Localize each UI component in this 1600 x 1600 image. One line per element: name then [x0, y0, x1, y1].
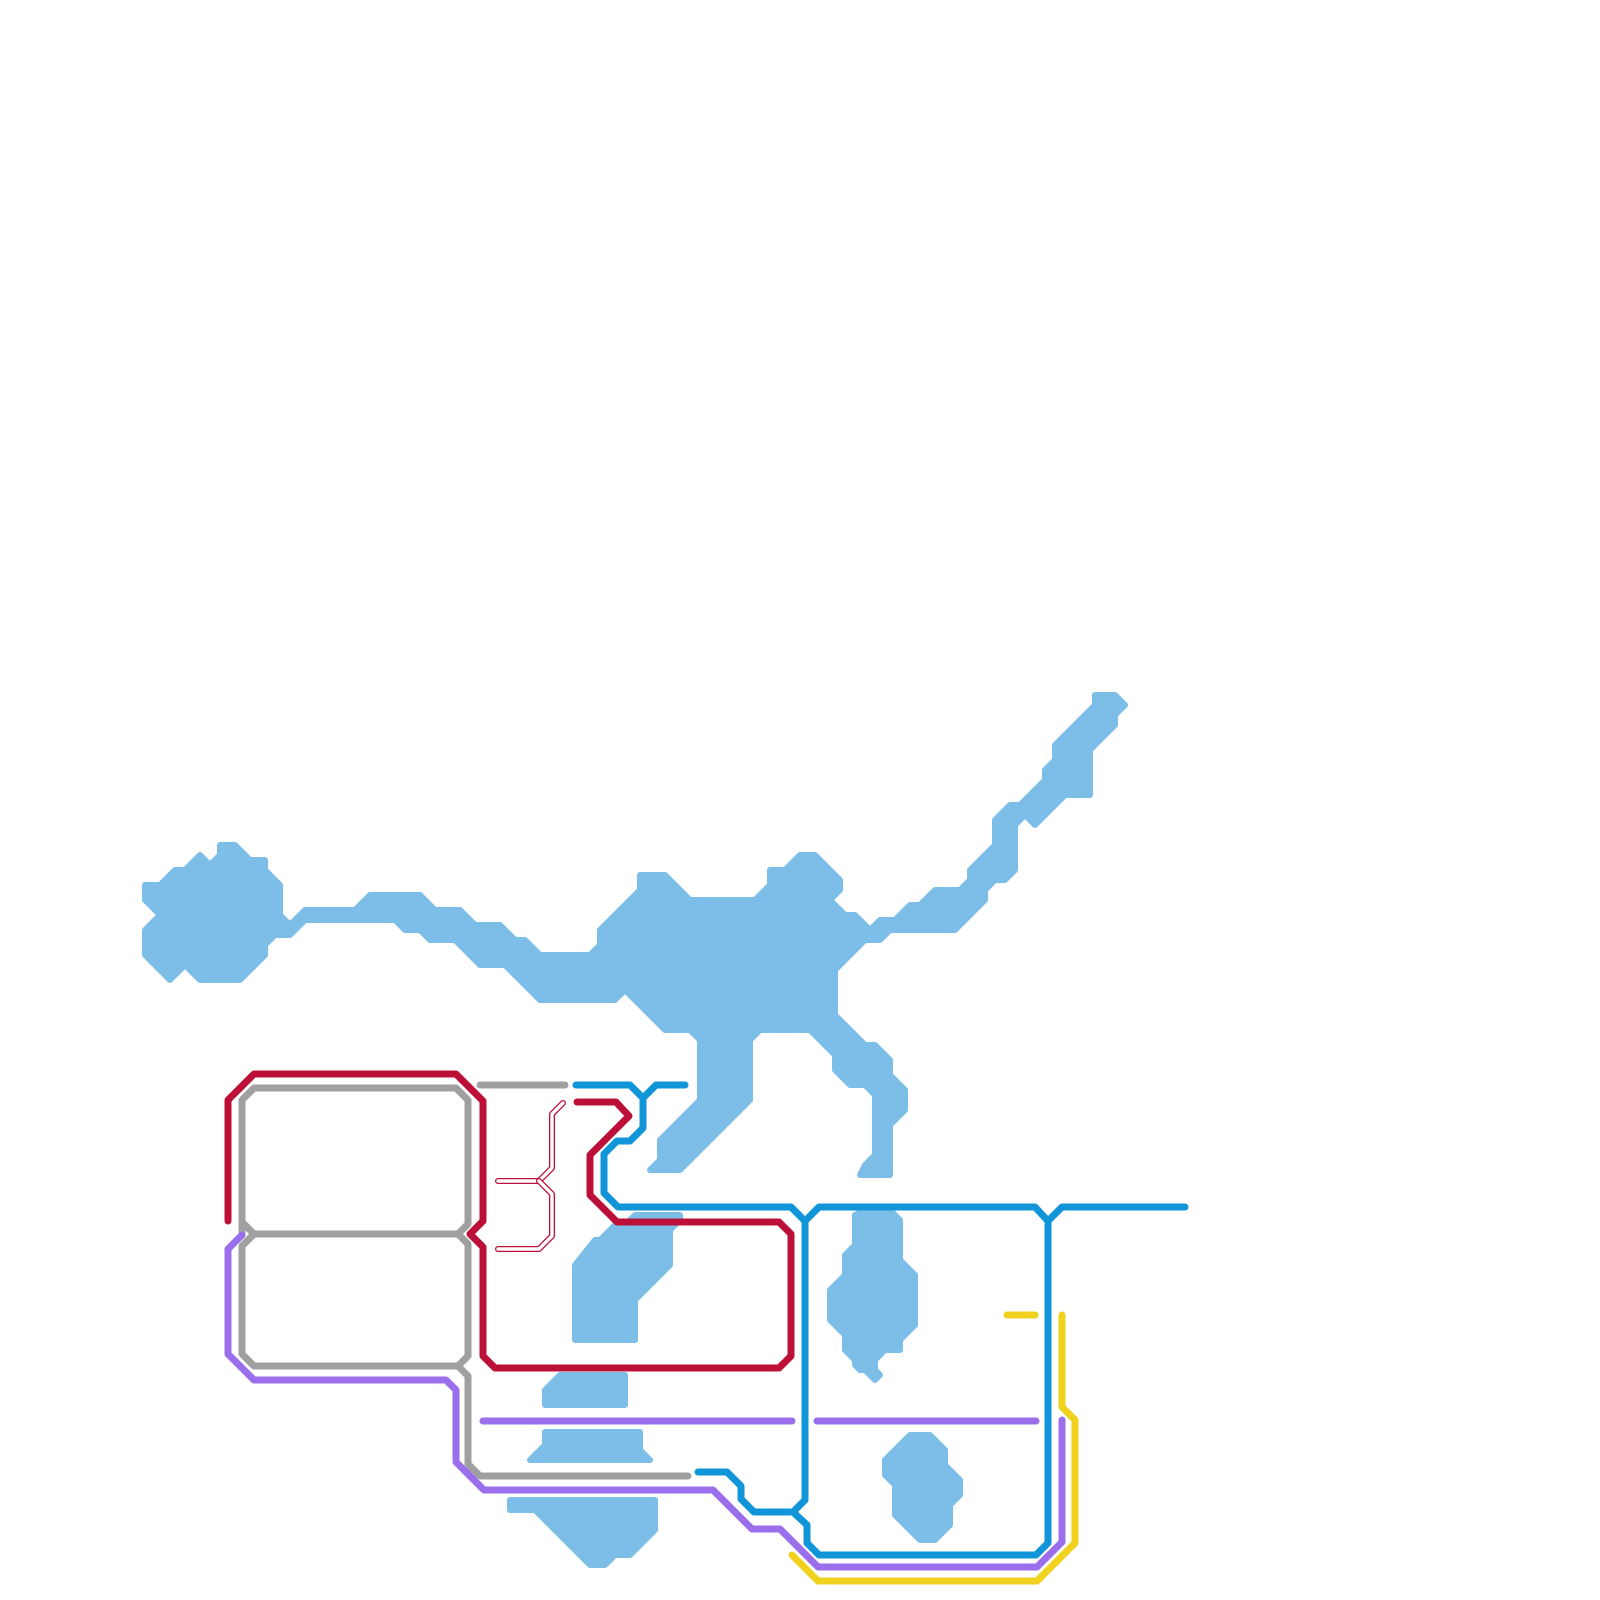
transit-routes	[224, 1070, 1189, 1585]
construction-segment-lower	[495, 1178, 555, 1252]
lake-east	[827, 1207, 918, 1383]
blue-line-cross-east	[801, 1203, 1189, 1225]
red-line-under-construction	[495, 1100, 566, 1252]
purple-line	[224, 1231, 1066, 1571]
red-line-main	[224, 1070, 795, 1372]
blue-line-east-trunk	[694, 1217, 1052, 1559]
blue-line	[572, 1081, 1189, 1559]
grey-line-south-branch	[454, 1362, 692, 1480]
lake-south-bottom	[507, 1497, 658, 1568]
blue-line-north-spur	[572, 1081, 689, 1102]
grey-line-upper-loop	[238, 1084, 472, 1239]
lake-south-middle	[527, 1429, 653, 1463]
grey-line	[238, 1081, 692, 1480]
red-line	[224, 1070, 795, 1372]
yellow-line-main	[788, 1311, 1079, 1585]
grey-line-lower-loop	[238, 1230, 472, 1370]
lake-central-upper	[572, 1212, 683, 1343]
purple-line-west	[224, 1231, 1066, 1571]
construction-segment-lower-inner	[496, 1179, 554, 1251]
water-bodies	[142, 692, 1128, 1568]
lake-south-small	[542, 1372, 628, 1408]
lake-southeast	[882, 1432, 963, 1543]
blue-line-main	[600, 1094, 809, 1516]
yellow-line	[788, 1311, 1079, 1585]
river-main	[142, 692, 1128, 1178]
construction-segment-upper-inner	[496, 1101, 565, 1183]
